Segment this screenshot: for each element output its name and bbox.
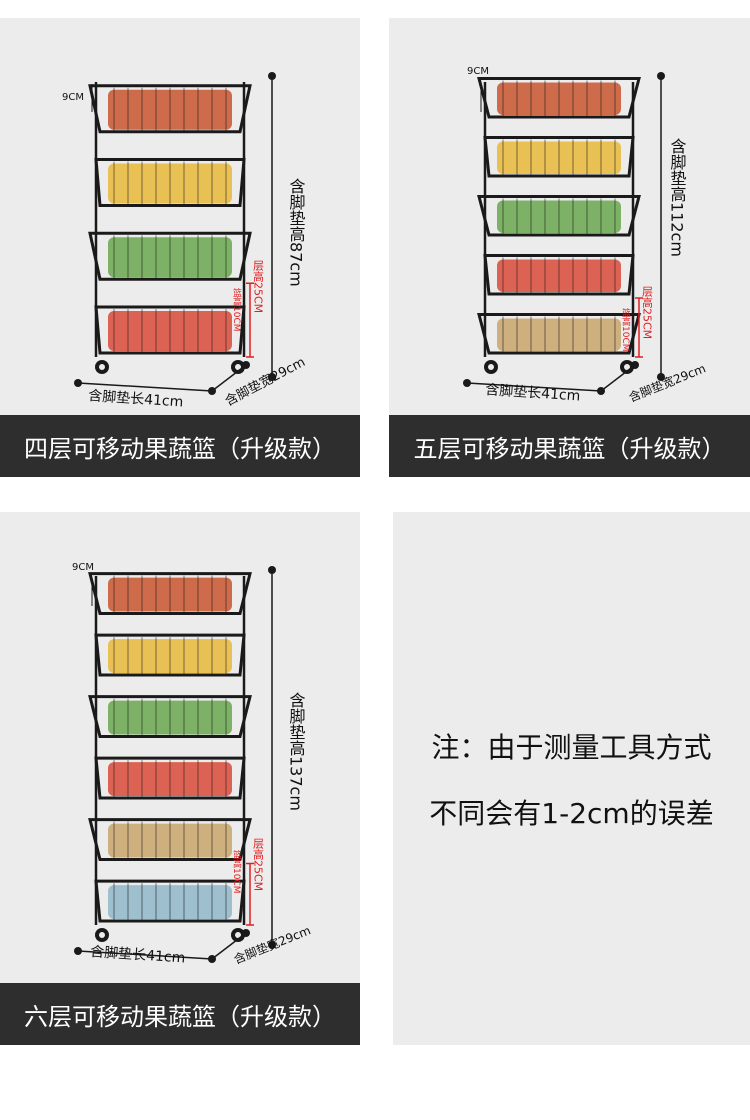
layer-height-label: 层高25CM <box>641 286 654 339</box>
length-label: 含脚垫长41cm <box>88 388 184 411</box>
note-line-1: 注：由于测量工具方式 <box>431 731 712 764</box>
product-caption: 五层可移动果蔬篮（升级款） <box>389 415 750 477</box>
basket-height-label: 篮高10CM <box>620 307 631 352</box>
layer-height-label: 层高25CM <box>252 260 265 313</box>
top-basket-height-label: 9CM <box>62 92 84 103</box>
product-illustration-6-tier: 9CM 含脚垫高137cm 层高25CM 篮高10CM 含脚垫长41cm 含脚垫… <box>72 562 313 967</box>
top-basket-height-label: 9CM <box>467 66 489 77</box>
note-line-2: 不同会有1-2cm的误差 <box>429 797 714 830</box>
product-caption: 四层可移动果蔬篮（升级款） <box>0 415 360 477</box>
total-height-label: 含脚垫高112cm <box>668 138 687 257</box>
layer-height-label: 层高25CM <box>252 838 265 891</box>
total-height-label: 含脚垫高137cm <box>287 692 306 811</box>
width-label: 含脚垫宽29cm <box>627 360 708 404</box>
basket-height-label: 篮高10CM <box>231 849 242 894</box>
product-panel-5-tier: 9CM 含脚垫高112cm 层高25CM 篮高10CM 含脚垫长41cm 含脚垫… <box>389 18 750 477</box>
length-label: 含脚垫长41cm <box>485 382 581 405</box>
product-panel-6-tier: 9CM 含脚垫高137cm 层高25CM 篮高10CM 含脚垫长41cm 含脚垫… <box>0 512 360 1045</box>
measurement-note-panel: 注：由于测量工具方式 不同会有1-2cm的误差 <box>393 512 750 1045</box>
product-caption: 六层可移动果蔬篮（升级款） <box>0 983 360 1045</box>
basket-height-label: 篮高10CM <box>231 287 242 332</box>
product-panel-4-tier: 9CM 含脚垫高87cm 层高25CM 篮高10CM 含脚垫长41cm 含脚垫宽… <box>0 18 360 477</box>
top-basket-height-label: 9CM <box>72 562 94 573</box>
length-label: 含脚垫长41cm <box>90 944 186 967</box>
product-illustration-4-tier: 9CM 含脚垫高87cm 层高25CM 篮高10CM 含脚垫长41cm 含脚垫宽… <box>62 72 308 411</box>
product-illustration-5-tier: 9CM 含脚垫高112cm 层高25CM 篮高10CM 含脚垫长41cm 含脚垫… <box>463 66 708 405</box>
total-height-label: 含脚垫高87cm <box>287 178 306 287</box>
